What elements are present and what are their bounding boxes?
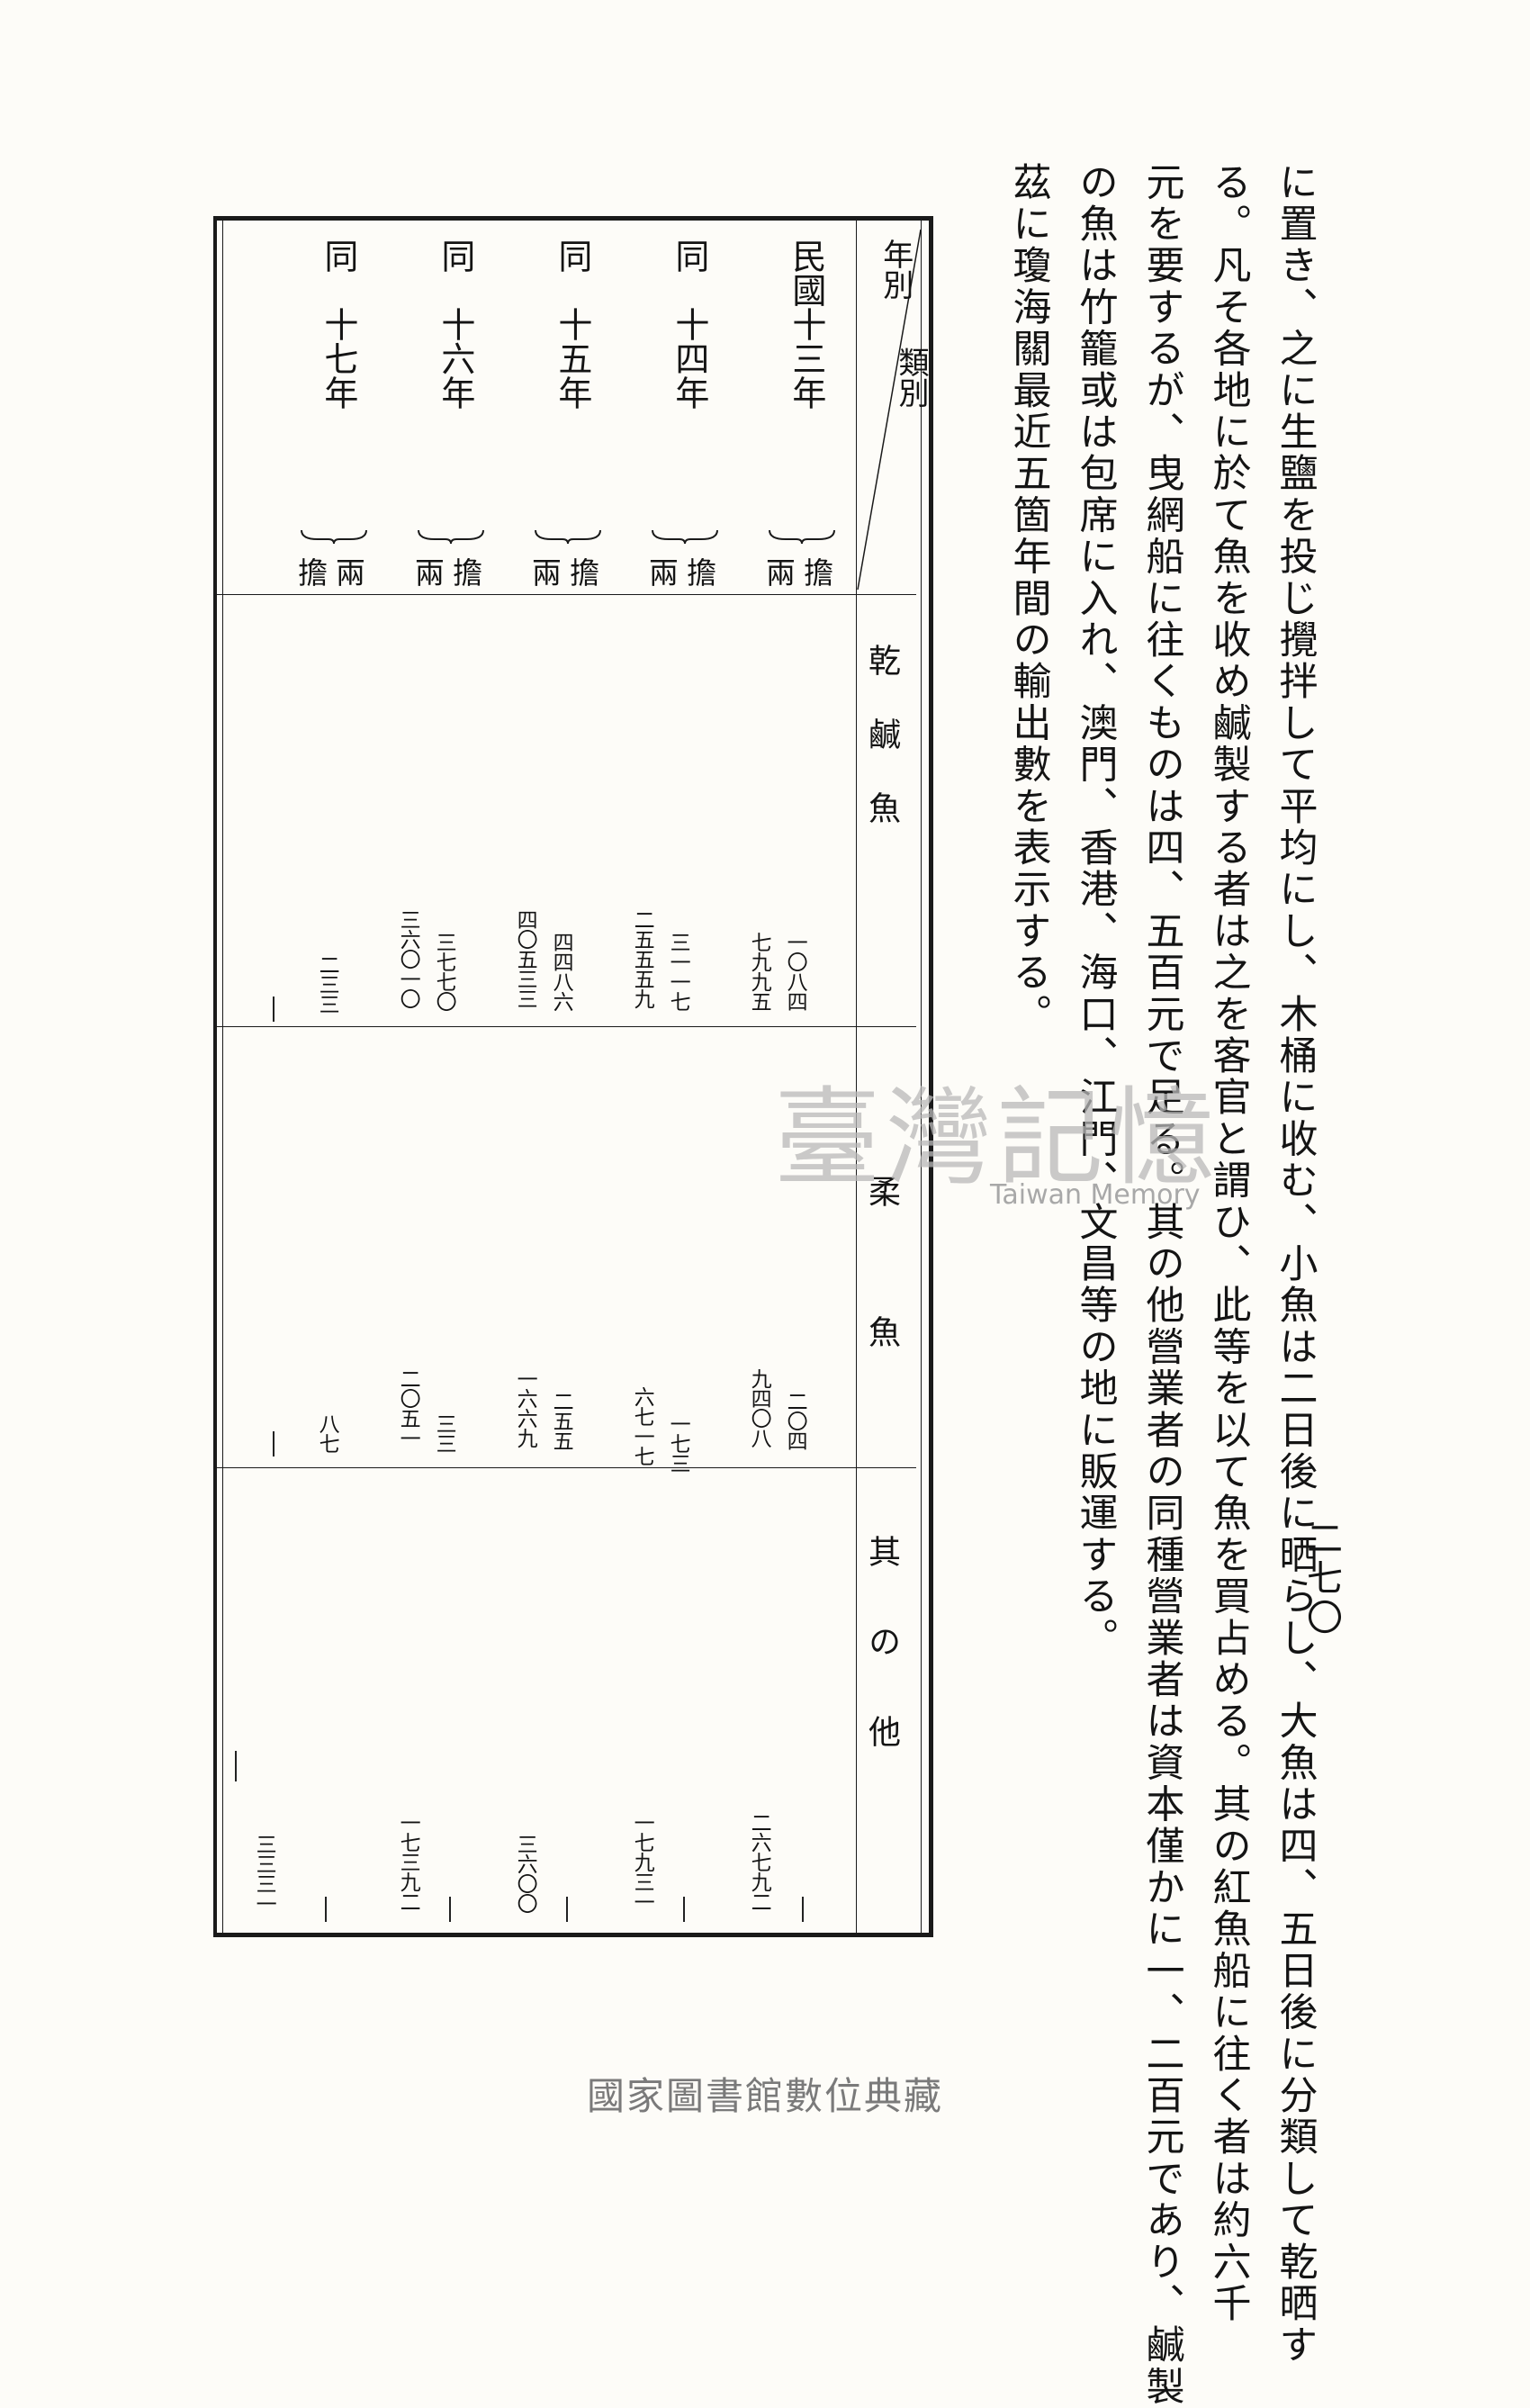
empty-cell-dash [802,1897,804,1922]
cell-value: 二〇五一 [396,1368,420,1448]
cell-value: 三三三一 [252,1834,276,1913]
year-label: 同 十六年 [435,239,475,410]
unit-label: 擔 [298,555,328,591]
year-row-16: 同 十六年 擔 兩 [411,239,492,594]
column-header-squid: 柔魚 [863,1175,900,1456]
row-divider [217,594,916,595]
column-header-other: 其の他 [863,1535,900,1805]
unit-label: 擔 [570,555,599,591]
year-label: 民國十三年 [786,239,826,410]
cell-value: 一〇八四 [783,932,807,1011]
cell-value: 三六〇一〇 [396,909,420,1008]
body-text-line: 元を要するが、曳網船に往くものは四、五百元で足る。其の他營業者の同種營業者は資本… [1139,162,1184,2408]
year-row-14: 同 十四年 擔 兩 [645,239,726,594]
unit-label: 擔 [687,555,716,591]
cell-value: 三三 [432,1413,456,1453]
unit-label: 擔 [804,555,833,591]
export-table: 年別 類別 乾鹹魚 柔魚 其の他 民國十三年 擔 兩 同 十四年 擔 兩 同 十… [213,216,933,1937]
header-year-label: 年別 [877,239,914,300]
year-row-15: 同 十五年 擔 兩 [528,239,609,594]
cell-value: 二〇四 [783,1391,807,1450]
header-divider [856,221,857,1933]
table-inner-border [222,221,223,1933]
brace-icon [535,529,601,545]
cell-value: 二五五五九 [630,909,654,1008]
unit-label: 兩 [766,555,796,591]
empty-cell-dash [235,1751,237,1781]
unit-label: 兩 [649,555,679,591]
brace-icon [652,529,718,545]
unit-label: 兩 [336,555,365,591]
header-diagonal [857,229,922,591]
cell-value: 一七三九二 [396,1812,420,1911]
empty-cell-dash [325,1897,327,1922]
body-text-line: 茲に瓊海關最近五箇年間の輸出數を表示する。 [1006,162,1051,1036]
cell-value: 三七七〇 [432,932,456,1011]
table-inner-border [921,221,922,1933]
cell-value: 一六六九 [513,1368,537,1448]
cell-value: 四四八六 [549,932,573,1011]
unit-label: 兩 [532,555,562,591]
cell-value: 六七一七 [630,1386,654,1466]
empty-cell-dash [449,1897,451,1922]
cell-value: 八七 [315,1413,339,1453]
unit-label: 兩 [415,555,445,591]
cell-value: 七九九五 [747,932,771,1011]
body-text-line: る。凡そ各地に於て魚を收め鹹製する者は之を客官と謂ひ、此等を以て魚を買占める。其… [1206,162,1251,2325]
unit-label: 擔 [453,555,482,591]
cell-value: 三一一七 [666,932,690,1011]
brace-icon [301,529,367,545]
body-text-line: に置き、之に生鹽を投じ攪拌して平均にし、木桶に收む、小魚は二日後に晒らし、大魚は… [1273,162,1318,2367]
body-text: に置き、之に生鹽を投じ攪拌して平均にし、木桶に收む、小魚は二日後に晒らし、大魚は… [981,162,1318,2408]
body-text-line: の魚は竹籠或は包席に入れ、澳門、香港、海口、江門、文昌等の地に販運する。 [1073,162,1118,1660]
cell-value: 二五五 [549,1391,573,1450]
empty-cell-dash [683,1897,685,1922]
year-row-17: 同 十七年 兩 擔 [294,239,375,594]
year-label: 同 十四年 [669,239,709,410]
header-type-label: 類別 [893,347,929,408]
empty-cell-dash [273,1431,274,1457]
cell-value: 二六七九二 [747,1812,771,1911]
brace-icon [769,529,835,545]
year-row-13: 民國十三年 擔 兩 [762,239,843,594]
cell-value: 四〇五三三 [513,909,537,1008]
brace-icon [418,529,484,545]
year-label: 同 十七年 [318,239,358,410]
column-header-dried-salted-fish: 乾鹹魚 [863,644,900,865]
page-number: 二七〇 [1300,1520,1342,1638]
row-divider [217,1467,916,1468]
cell-value: 三六〇〇 [513,1834,537,1913]
row-divider [217,1026,916,1027]
empty-cell-dash [566,1897,568,1922]
cell-value: 一七九三一 [630,1812,654,1911]
empty-cell-dash [273,997,274,1022]
cell-value: 九四〇八 [747,1368,771,1448]
cell-value: 一七三 [666,1413,690,1473]
year-label: 同 十五年 [552,239,592,410]
footer-credit: 國家圖書館數位典藏 [586,2074,943,2118]
cell-value: 二三三 [315,954,339,1014]
